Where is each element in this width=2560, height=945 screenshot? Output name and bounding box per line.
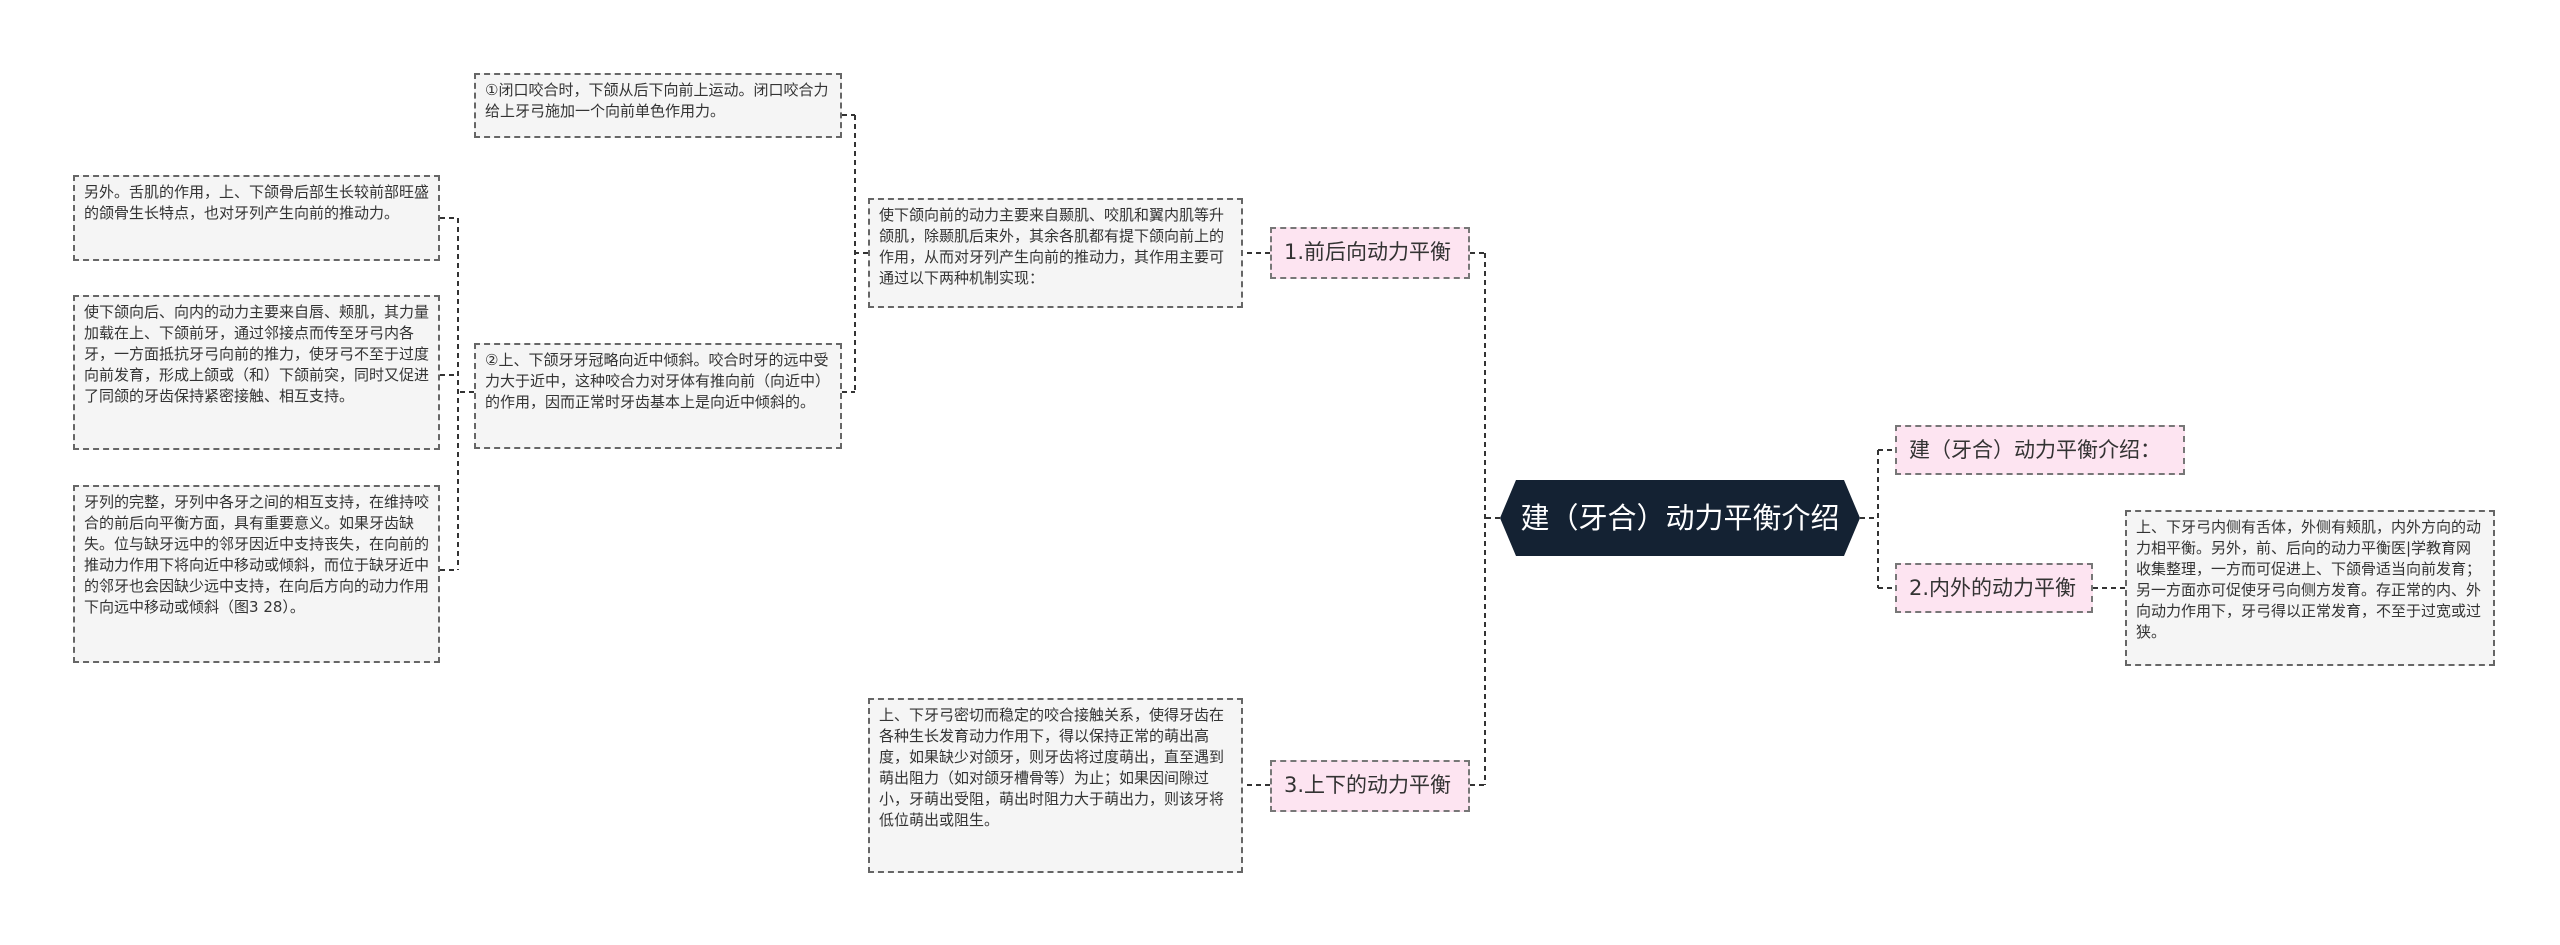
root-node[interactable]: 建（牙合）动力平衡介绍	[1500, 480, 1860, 556]
branch-up-down-label: 3.上下的动力平衡	[1284, 773, 1452, 797]
front-back-desc: 使下颌向前的动力主要来自颞肌、咬肌和翼内肌等升颌肌，除颞肌后束外，其余各肌都有提…	[868, 198, 1243, 308]
connector-root-left	[1470, 252, 1500, 786]
branch-intro[interactable]: 建（牙合）动力平衡介绍：	[1895, 425, 2185, 475]
extra-note-3: 牙列的完整，牙列中各牙之间的相互支持，在维持咬合的前后向平衡方面，具有重要意义。…	[73, 485, 440, 663]
up-down-desc: 上、下牙弓密切而稳定的咬合接触关系，使得牙齿在各种生长发育动力作用下，得以保持正…	[868, 698, 1243, 873]
branch-intro-label: 建（牙合）动力平衡介绍：	[1909, 438, 2161, 462]
extra-note-2: 使下颌向后、向内的动力主要来自唇、颊肌，其力量加载在上、下颌前牙，通过邻接点而传…	[73, 295, 440, 450]
branch-inner-outer-label: 2.内外的动力平衡	[1909, 576, 2077, 600]
connector-mech2-extras	[440, 217, 474, 571]
mechanism-1: ①闭口咬合时，下颌从后下向前上运动。闭口咬合力给上牙弓施加一个向前单色作用力。	[474, 73, 842, 138]
connector-desc1-mechs	[842, 114, 868, 393]
root-title: 建（牙合）动力平衡介绍	[1520, 501, 1840, 535]
branch-up-down[interactable]: 3.上下的动力平衡	[1270, 760, 1470, 812]
branch-front-back[interactable]: 1.前后向动力平衡	[1270, 227, 1470, 279]
inner-outer-desc: 上、下牙弓内侧有舌体，外侧有颊肌，内外方向的动力相平衡。另外，前、后向的动力平衡…	[2125, 510, 2495, 666]
branch-inner-outer[interactable]: 2.内外的动力平衡	[1895, 563, 2093, 613]
extra-note-1: 另外。舌肌的作用，上、下颌骨后部生长较前部旺盛的颌骨生长特点，也对牙列产生向前的…	[73, 175, 440, 261]
branch-front-back-label: 1.前后向动力平衡	[1284, 240, 1452, 264]
connector-root-right	[1860, 449, 1895, 589]
mechanism-2: ②上、下颌牙牙冠略向近中倾斜。咬合时牙的远中受力大于近中，这种咬合力对牙体有推向…	[474, 343, 842, 449]
